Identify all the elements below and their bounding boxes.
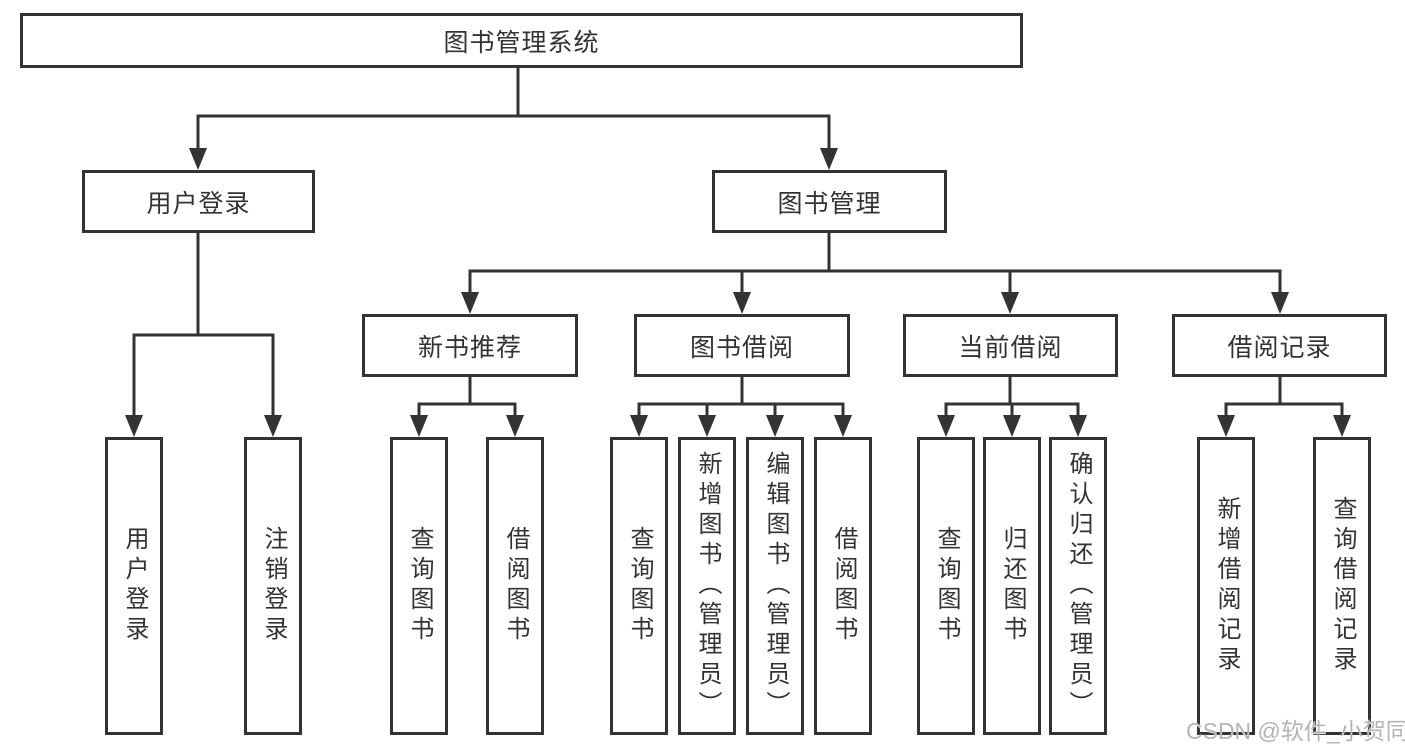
node-leaf-records-query-record-label: 查询借阅记录 xyxy=(1329,496,1356,676)
node-leaf-borrow-edit-books: 编辑图书（管理员） xyxy=(746,437,804,735)
node-leaf-current-confirm-return-label: 确认归还（管理员） xyxy=(1065,451,1092,721)
node-leaf-recommend-query-books: 查询图书 xyxy=(390,437,448,735)
node-book-management-label: 图书管理 xyxy=(777,189,882,218)
node-leaf-logout-label: 注销登录 xyxy=(260,526,287,646)
arrow-down-icon xyxy=(766,415,784,437)
node-leaf-recommend-borrow-books-label: 借阅图书 xyxy=(502,526,529,646)
arrow-down-icon xyxy=(264,415,282,437)
node-current-borrow: 当前借阅 xyxy=(903,314,1118,377)
node-user-login: 用户登录 xyxy=(82,170,315,233)
node-leaf-current-query-books-label: 查询图书 xyxy=(933,526,960,646)
node-leaf-current-return-books: 归还图书 xyxy=(983,437,1041,735)
arrow-down-icon xyxy=(733,292,751,314)
arrow-down-icon xyxy=(410,415,428,437)
arrow-down-icon xyxy=(1001,292,1019,314)
arrow-down-icon xyxy=(937,415,955,437)
node-borrow-records: 借阅记录 xyxy=(1172,314,1387,377)
arrow-down-icon xyxy=(630,415,648,437)
node-book-borrow-label: 图书借阅 xyxy=(689,333,794,362)
node-leaf-logout: 注销登录 xyxy=(244,437,302,735)
node-leaf-current-return-books-label: 归还图书 xyxy=(999,526,1026,646)
node-leaf-recommend-query-books-label: 查询图书 xyxy=(406,526,433,646)
arrow-down-icon xyxy=(1069,415,1087,437)
node-leaf-borrow-query-books-label: 查询图书 xyxy=(626,526,653,646)
arrow-down-icon xyxy=(189,148,207,170)
node-leaf-records-query-record: 查询借阅记录 xyxy=(1313,437,1371,735)
node-leaf-records-add-record: 新增借阅记录 xyxy=(1197,437,1255,735)
arrow-down-icon xyxy=(698,415,716,437)
node-leaf-user-login: 用户登录 xyxy=(105,437,163,735)
node-book-management: 图书管理 xyxy=(712,170,947,233)
node-new-book-recommend-label: 新书推荐 xyxy=(417,333,522,362)
connector-path xyxy=(132,68,1344,419)
node-new-book-recommend: 新书推荐 xyxy=(362,314,578,377)
node-leaf-borrow-add-books: 新增图书（管理员） xyxy=(678,437,736,735)
arrow-down-icon xyxy=(1333,415,1351,437)
arrow-down-icon xyxy=(125,415,143,437)
arrow-down-icon xyxy=(1217,415,1235,437)
arrow-down-icon xyxy=(1271,292,1289,314)
node-leaf-records-add-record-label: 新增借阅记录 xyxy=(1213,496,1240,676)
node-root-label: 图书管理系统 xyxy=(443,28,600,57)
arrow-down-icon xyxy=(506,415,524,437)
node-book-borrow: 图书借阅 xyxy=(634,314,850,377)
node-leaf-borrow-query-books: 查询图书 xyxy=(610,437,668,735)
node-leaf-borrow-borrow-books-label: 借阅图书 xyxy=(830,526,857,646)
node-borrow-records-label: 借阅记录 xyxy=(1227,333,1332,362)
node-user-login-label: 用户登录 xyxy=(146,189,251,218)
node-current-borrow-label: 当前借阅 xyxy=(958,333,1063,362)
arrow-down-icon xyxy=(461,292,479,314)
node-leaf-borrow-add-books-label: 新增图书（管理员） xyxy=(694,451,721,721)
arrow-down-icon xyxy=(820,148,838,170)
node-leaf-borrow-borrow-books: 借阅图书 xyxy=(814,437,872,735)
node-root: 图书管理系统 xyxy=(20,13,1023,68)
arrow-down-icon xyxy=(834,415,852,437)
node-leaf-user-login-label: 用户登录 xyxy=(121,526,148,646)
node-leaf-current-query-books: 查询图书 xyxy=(917,437,975,735)
watermark-text: CSDN @软件_小贺同学 xyxy=(1186,718,1405,744)
node-leaf-current-confirm-return: 确认归还（管理员） xyxy=(1049,437,1107,735)
arrow-down-icon xyxy=(1003,415,1021,437)
node-leaf-borrow-edit-books-label: 编辑图书（管理员） xyxy=(762,451,789,721)
node-leaf-recommend-borrow-books: 借阅图书 xyxy=(486,437,544,735)
